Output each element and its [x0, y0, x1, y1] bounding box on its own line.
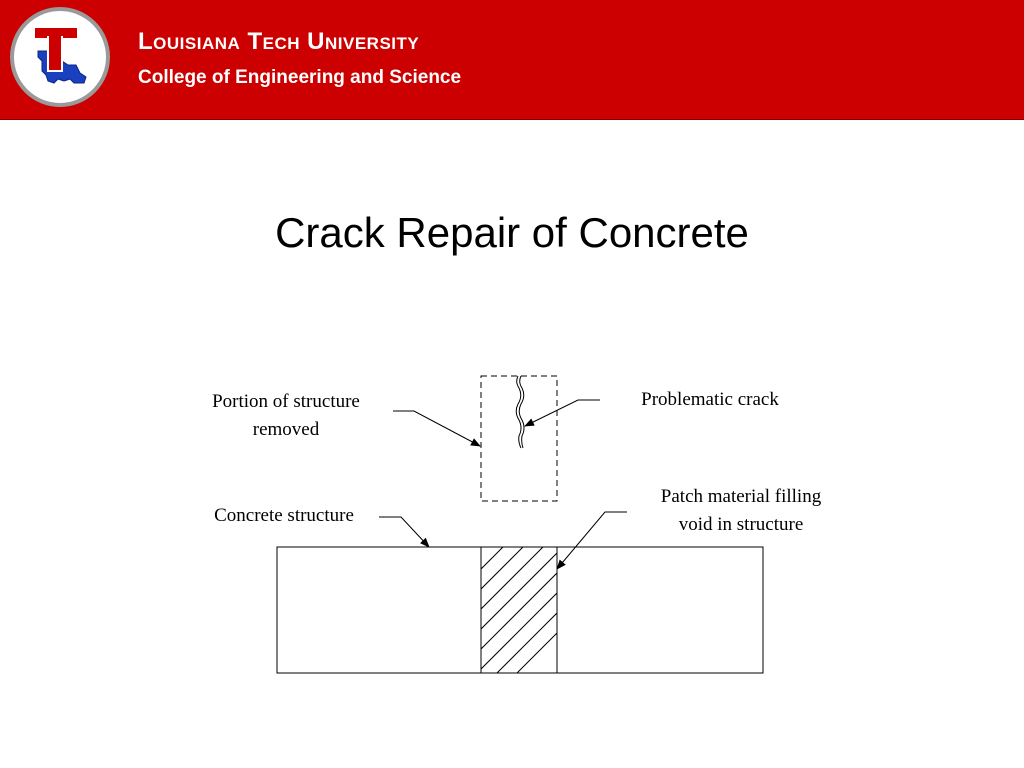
header-bar: Louisiana Tech University College of Eng…: [0, 0, 1024, 120]
leader-concrete-structure: [379, 516, 430, 548]
college-name: College of Engineering and Science: [138, 67, 462, 88]
label-patch-line2: void in structure: [678, 514, 804, 535]
patch-outline: [480, 546, 558, 674]
crack-line: [515, 375, 522, 449]
leader-patch-material: [556, 511, 627, 570]
leader-problematic-crack: [524, 399, 600, 427]
label-removed-portion: Portion of structure removed: [186, 388, 386, 444]
louisiana-tech-lt-logo-icon: [33, 26, 87, 84]
crack-line-inner: [518, 375, 525, 449]
patch-hatching: [481, 547, 557, 673]
university-name: Louisiana Tech University: [138, 28, 420, 55]
university-logo: [10, 7, 110, 107]
label-removed-line1: Portion of structure: [212, 391, 360, 412]
label-patch-material: Patch material filling void in structure: [631, 483, 851, 539]
label-removed-line2: removed: [252, 419, 320, 440]
label-problematic-crack: Problematic crack: [641, 389, 779, 410]
leader-removed-portion: [393, 410, 481, 447]
slide-title: Crack Repair of Concrete: [275, 209, 749, 256]
label-patch-line1: Patch material filling: [660, 486, 822, 507]
label-concrete-structure: Concrete structure: [214, 505, 354, 526]
